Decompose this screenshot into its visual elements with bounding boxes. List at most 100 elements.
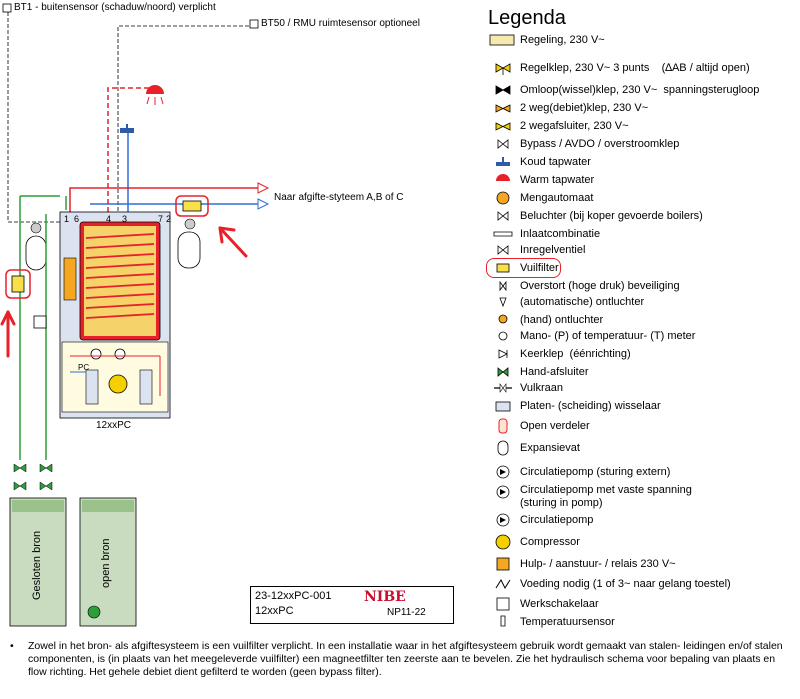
legend-item-label: Mano- (P) of temperatuur- (T) meter	[520, 329, 696, 342]
auto-vent-icon	[488, 294, 518, 310]
legend-item: Overstort (hoge druk) beveiliging	[488, 278, 680, 294]
port-number: 6	[74, 214, 80, 224]
cold-tap-icon	[488, 154, 518, 170]
legend-item-label: (automatische) ontluchter	[520, 295, 645, 308]
legend-item-label: Vuilfilter	[520, 261, 559, 274]
legend-item-label: Inlaatcombinatie	[520, 227, 601, 240]
check-valve-icon	[488, 346, 518, 362]
open-source-label: open bron	[100, 538, 112, 588]
legend-item-label: Expansievat	[520, 441, 580, 454]
closed-source-label: Gesloten bron	[31, 530, 43, 600]
regulating-valve-icon	[488, 242, 518, 258]
legend-item-label: Koud tapwater	[520, 155, 591, 168]
legend-item-label: Circulatiepomp	[520, 513, 594, 526]
legend-item: Mengautomaat	[488, 190, 593, 206]
fill-valve-icon	[488, 380, 518, 396]
source-pipes	[19, 195, 67, 460]
brand-logo: NIBE	[364, 589, 406, 605]
legend-item: Werkschakelaar	[488, 596, 599, 612]
legend-item-label: Mengautomaat	[520, 191, 594, 204]
legend-item: Circulatiepomp	[488, 512, 593, 528]
legend-item-label: Circulatiepomp (sturing extern)	[520, 465, 671, 478]
legend-item-label: Omloop(wissel)klep, 230 V~ spanningsteru…	[520, 83, 760, 96]
port-number: 4	[106, 214, 112, 224]
warm-tap-icon	[488, 172, 518, 188]
legend-item-label: 2 wegafsluiter, 230 V~	[520, 119, 629, 132]
bypass-valve-icon	[488, 136, 518, 152]
legend-item-label: Keerklep (éénrichting)	[520, 347, 631, 360]
legend-item: Vulkraan	[488, 380, 563, 396]
pump-fixed-icon	[488, 484, 518, 500]
legend-item: Platen- (scheiding) wisselaar	[488, 398, 661, 414]
legend-item-label: Circulatiepomp met vaste spanning (sturi…	[520, 484, 692, 509]
open-distributor-icon	[488, 418, 518, 434]
legend-item: Warm tapwater	[488, 172, 594, 188]
legend-item-label: Regeling, 230 V~	[520, 33, 605, 46]
red-arrow-right	[218, 226, 248, 258]
legend-item-label: Open verdeler	[520, 419, 590, 432]
dirt-filter-highlight-right	[175, 195, 209, 217]
port-number: 3	[122, 214, 128, 224]
legend-item-label: 2 weg(debiet)klep, 230 V~	[520, 101, 649, 114]
legend-item: Bypass / AVDO / overstroomklep	[488, 136, 679, 152]
two-way-shutoff-icon	[488, 118, 518, 134]
title-block: 23-12xxPC-001 12xxPC NIBE NP11-22	[250, 586, 454, 624]
legend-item: Keerklep (éénrichting)	[488, 346, 631, 362]
distribution-pipes	[69, 187, 258, 212]
unit-label: 12xxPC	[96, 420, 132, 431]
footnote-bullet: •	[10, 640, 14, 652]
legend-item-label: Werkschakelaar	[520, 597, 599, 610]
pump-icon	[488, 512, 518, 528]
legend-item: Omloop(wissel)klep, 230 V~ spanningsteru…	[488, 82, 759, 98]
legend-title: Legenda	[488, 7, 566, 29]
expansion-vessel-left-icon	[25, 222, 47, 271]
diverter-valve-icon	[488, 82, 518, 98]
legend-item: Circulatiepomp met vaste spanning (sturi…	[488, 484, 692, 512]
legend-item: Inlaatcombinatie	[488, 226, 600, 242]
open-source-box	[79, 497, 137, 627]
port-number: 2	[166, 214, 172, 224]
relay-icon	[488, 556, 518, 572]
closed-source-box	[9, 497, 67, 627]
mixing-valve-icon	[488, 190, 518, 206]
legend-item: Compressor	[488, 534, 580, 550]
legend-item: Regelklep, 230 V~ 3 punts (∆AB / altijd …	[488, 60, 750, 76]
diagram-canvas	[0, 3, 270, 627]
hydraulic-diagram: BT1 - buitensensor (schaduw/noord) verpl…	[0, 2, 420, 627]
legend-item: Hand-afsluiter	[488, 364, 588, 380]
port-number: 7	[158, 214, 164, 224]
legend-item: Temperatuursensor	[488, 614, 615, 630]
legend-item: (hand) ontluchter	[488, 312, 603, 328]
cold-tap-icon	[120, 124, 134, 133]
red-arrow-left	[0, 310, 16, 358]
outlet-arrows	[257, 182, 270, 210]
heat-pump-unit	[59, 211, 171, 419]
legend-item-label: Inregelventiel	[520, 243, 586, 256]
legend-item: Koud tapwater	[488, 154, 591, 170]
legend-item-label: Bypass / AVDO / overstroomklep	[520, 137, 680, 150]
legend-item: Mano- (P) of temperatuur- (T) meter	[488, 328, 695, 344]
source-valves	[13, 463, 53, 491]
legend-item: Inregelventiel	[488, 242, 585, 258]
legend-item: 2 weg(debiet)klep, 230 V~	[488, 100, 648, 116]
legend-item: Circulatiepomp (sturing extern)	[488, 464, 670, 480]
relay-icon	[33, 315, 47, 329]
temp-sensor-icon	[488, 614, 518, 630]
legend-item: Voeding nodig (1 of 3~ naar gelang toest…	[488, 576, 731, 592]
manual-vent-icon	[488, 312, 518, 328]
legend-item-label: Beluchter (bij koper gevoerde boilers)	[520, 209, 703, 222]
overflow-valve-icon	[488, 278, 518, 294]
hot-water-line	[107, 87, 150, 212]
legend-item: (automatische) ontluchter	[488, 294, 644, 310]
legend-item-label: Voeding nodig (1 of 3~ naar gelang toest…	[520, 577, 731, 590]
pc-label: PC	[78, 363, 90, 372]
bt50-sensor-icon	[249, 19, 259, 29]
sensor-wiring	[7, 12, 255, 223]
dirt-filter-highlight-left	[5, 269, 31, 299]
bt50-sensor-label: BT50 / RMU ruimtesensor optioneel	[261, 18, 420, 29]
expansion-vessel-right-icon	[177, 218, 201, 269]
legend-item: Expansievat	[488, 440, 580, 456]
legend-item: Open verdeler	[488, 418, 590, 434]
legend-item-label: Regelklep, 230 V~ 3 punts (∆AB / altijd …	[520, 61, 750, 74]
legend-item: Vuilfilter	[486, 258, 561, 278]
